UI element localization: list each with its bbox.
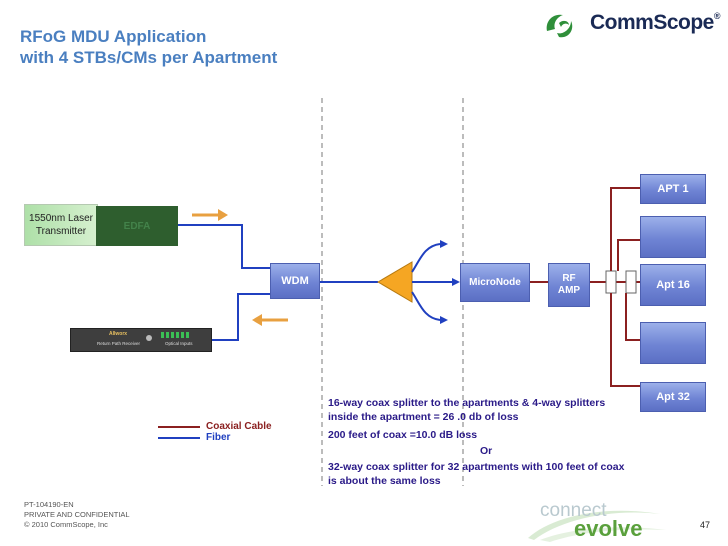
edfa-label: EDFA [123, 220, 151, 232]
title-line-2: with 4 STBs/CMs per Apartment [20, 48, 278, 67]
note-line-6: is about the same loss [328, 475, 441, 487]
brand-name: CommScope® [590, 11, 721, 35]
footer-doc-id: PT-104190-EN [24, 500, 74, 509]
receiver-brand: Allworx [109, 331, 128, 337]
fiber-edfa-wdm [178, 224, 270, 269]
apartment-32: Apt 32 [640, 382, 706, 412]
note-line-4: Or [480, 445, 493, 457]
rf-amp-label-2: AMP [557, 285, 581, 296]
coax-to-apt-upper [617, 239, 640, 271]
legend-fiber-label: Fiber [206, 432, 231, 443]
receiver-leds-icon [161, 332, 191, 338]
connect-evolve-logo: connect evolve [520, 498, 670, 542]
note-line-2: inside the apartment = 26 .0 db of loss [328, 411, 519, 423]
return-arrow-icon [252, 314, 262, 326]
apartment-32-label: Apt 32 [656, 391, 690, 403]
receiver-knob-icon [146, 335, 152, 341]
apartment-1-label: APT 1 [657, 183, 689, 195]
footer-copyright: © 2010 CommScope, Inc [24, 520, 108, 529]
forward-arrow-icon [218, 209, 228, 221]
evolve-word: evolve [574, 516, 643, 541]
rf-amp-box: RF AMP [548, 263, 590, 307]
apartment-lower [640, 322, 706, 364]
wdm-box: WDM [270, 263, 320, 299]
wdm-label: WDM [281, 275, 309, 287]
commscope-logo-icon [546, 14, 573, 38]
laser-label-line-2: Transmitter [35, 226, 87, 237]
legend-coax-label: Coaxial Cable [206, 421, 272, 432]
splitter-arrow-3-icon [440, 316, 448, 324]
splitter-arrow-1-icon [440, 240, 448, 248]
apartment-16-label: Apt 16 [656, 279, 690, 291]
page-number: 47 [699, 520, 710, 530]
brand-text: CommScope [590, 11, 714, 34]
laser-label-line-1: 1550nm Laser [29, 213, 93, 224]
apartment-16: Apt 16 [640, 264, 706, 306]
receiver-output: Optical Inputs [165, 341, 193, 346]
coax-tap-1 [605, 270, 617, 294]
fiber-wdm-receiver [212, 293, 278, 341]
splitter-arrow-2-icon [452, 278, 460, 286]
coax-to-apt1 [610, 187, 640, 271]
apartment-upper [640, 216, 706, 258]
micronode-label: MicroNode [469, 277, 521, 288]
micronode-box: MicroNode [460, 263, 530, 302]
apartment-1: APT 1 [640, 174, 706, 204]
laser-transmitter: 1550nm Laser Transmitter [24, 204, 98, 246]
connect-word: connect [540, 500, 607, 521]
note-line-3: 200 feet of coax =10.0 dB loss [328, 429, 478, 441]
splitter-output-3 [411, 291, 441, 321]
note-line-1: 16-way coax splitter to the apartments &… [328, 397, 606, 409]
coax-to-apt32 [610, 293, 640, 387]
coax-tap-2 [625, 270, 637, 294]
connect-evolve-swoosh-icon [528, 510, 666, 542]
title-line-1: RFoG MDU Application [20, 27, 207, 46]
page-title: RFoG MDU Application with 4 STBs/CMs per… [20, 26, 277, 68]
rf-amp-label-1: RF [562, 273, 576, 284]
optical-splitter-icon [377, 261, 413, 303]
splitter-output-1 [411, 243, 441, 273]
return-path-receiver: Allworx Return Path Receiver Optical Inp… [70, 328, 212, 352]
footer-confidential: PRIVATE AND CONFIDENTIAL [24, 510, 130, 519]
receiver-text: Return Path Receiver [97, 341, 141, 346]
edfa-box: EDFA [96, 206, 178, 246]
note-line-5: 32-way coax splitter for 32 apartments w… [328, 461, 625, 473]
registered-mark: ® [713, 11, 721, 21]
coax-to-apt-lower [625, 293, 640, 341]
